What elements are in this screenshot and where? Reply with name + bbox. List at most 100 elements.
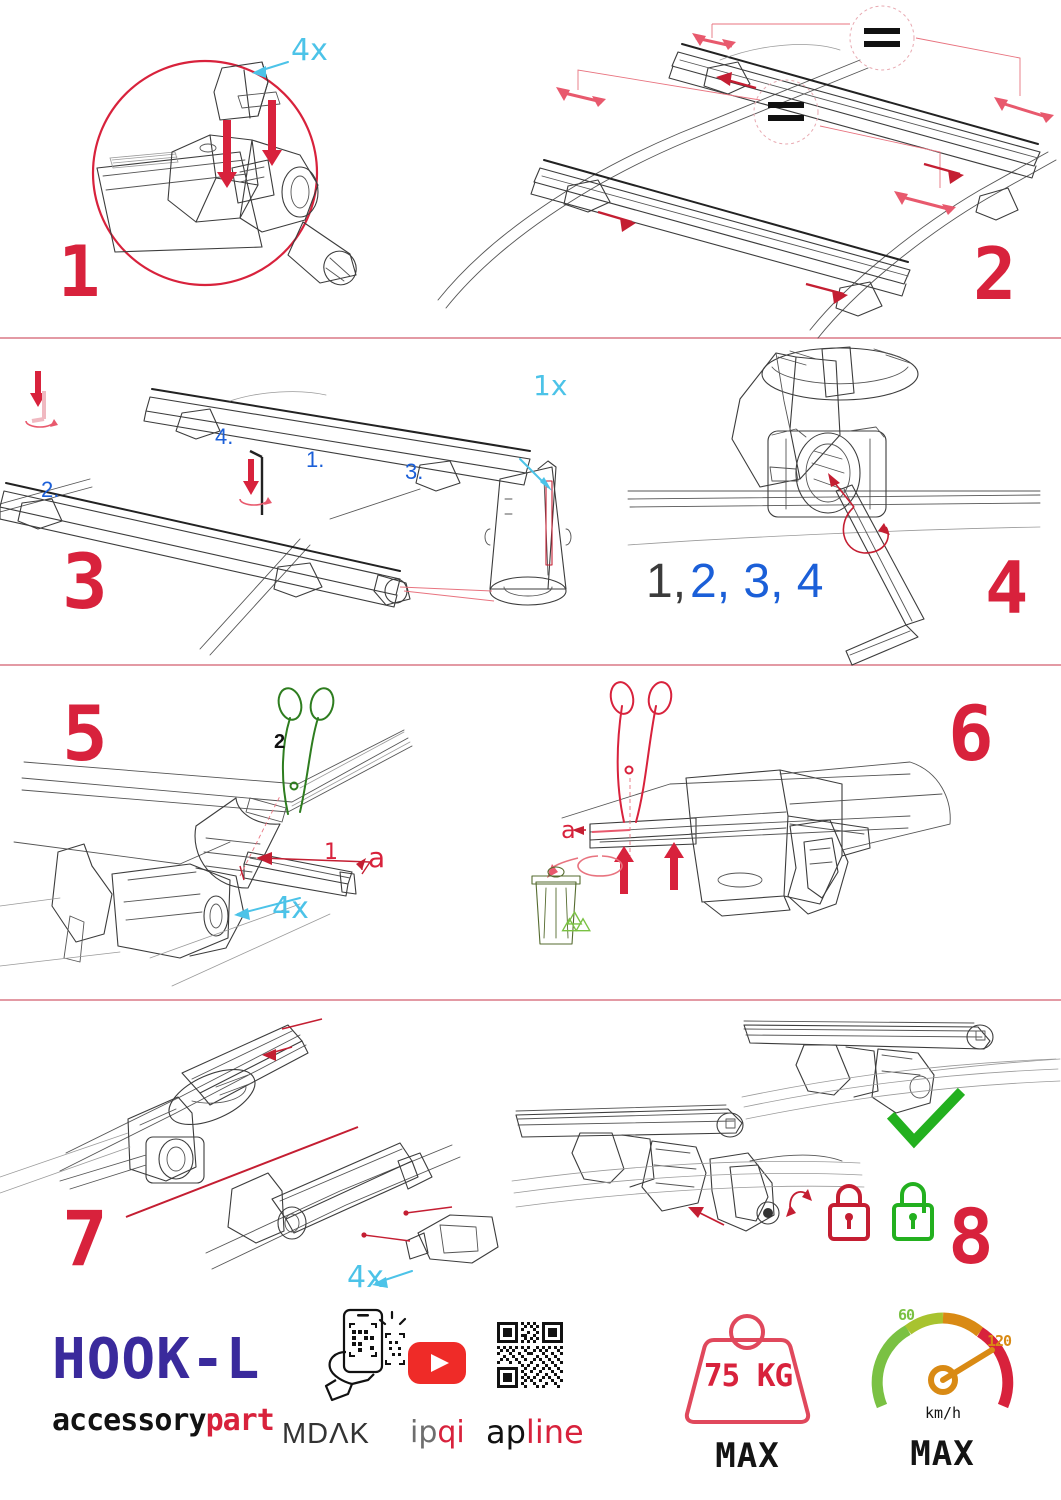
allen-key <box>835 484 925 666</box>
clamp-engagement-example <box>511 1104 865 1232</box>
scan-qr-with-phone-icon <box>322 1308 408 1409</box>
row-divider-2 <box>0 664 1061 666</box>
crossbar-rear <box>143 388 531 492</box>
equal-bar <box>768 102 804 108</box>
torque-symbol-topleft <box>25 371 58 428</box>
equal-bar <box>864 41 900 47</box>
brand-wordmark-part-b: part <box>205 1403 275 1438</box>
bar-cross-section <box>399 460 572 606</box>
panel-5-illustration <box>0 687 413 987</box>
step-number-6: 6 <box>948 689 994 778</box>
scissors-icon-red <box>609 681 673 856</box>
strip-end-clip <box>194 797 287 889</box>
gauge-max-label: 120 <box>987 1332 1012 1350</box>
roof-rail-lines <box>627 490 1041 546</box>
step-number-8: 8 <box>948 1192 994 1281</box>
clamp-assembly <box>0 841 331 987</box>
crossbar-front <box>530 159 911 317</box>
footer: HOOK-L accessorypart <box>0 1300 1061 1500</box>
product-title: HOOK-L <box>52 1327 261 1392</box>
speed-unit-label: km/h <box>924 1404 962 1422</box>
logo-apline: apline <box>486 1416 584 1448</box>
push-up-arrows <box>614 842 684 894</box>
clamp-block <box>767 426 887 518</box>
scissors-icon-green <box>277 687 335 815</box>
alignment-lines <box>125 1018 359 1218</box>
equal-bar <box>768 115 804 121</box>
order-label-3: 3. <box>405 459 424 484</box>
speed-limit-caption: MAX <box>910 1434 975 1474</box>
quantity-label-4x: 4x <box>347 1260 384 1295</box>
rotation-arrow <box>828 473 890 554</box>
quantity-label-4x: 4x <box>272 891 309 926</box>
equal-bar <box>864 28 900 34</box>
padlock-locked-icon <box>828 1184 870 1241</box>
panel-step-2: 2 <box>420 0 1061 339</box>
crossbar-foot <box>731 346 919 488</box>
crossbar-front <box>0 482 411 608</box>
panel-8-illustration <box>511 1020 1061 1241</box>
speed-limit-block: 60 120 km/h MAX <box>860 1306 1025 1471</box>
logo-ipqi-part-b: qi <box>437 1415 465 1450</box>
bracket-block <box>685 761 951 917</box>
equal-badge-circle-rear <box>849 5 915 71</box>
logo-mdak: MDΛK <box>282 1418 370 1450</box>
order-label-2: 2. <box>41 477 60 502</box>
quantity-leader-line <box>372 1270 413 1288</box>
brand-block: HOOK-L accessorypart <box>52 1327 275 1438</box>
panel-6-illustration <box>531 681 951 945</box>
row-divider-3 <box>0 999 1061 1001</box>
measure-callouts <box>556 23 1054 304</box>
check-mark-icon <box>886 1087 966 1149</box>
panel-step-6: a 6 <box>490 666 1061 999</box>
recycle-bin-icon <box>531 866 591 945</box>
quantity-leader-line <box>519 458 552 491</box>
panel-step-8: 8 <box>490 1001 1061 1300</box>
logo-ipqi: ipqi <box>410 1418 465 1448</box>
load-limit-value: 75 KG <box>703 1358 793 1394</box>
padlock-unlocked-icon <box>892 1182 934 1241</box>
row-divider-1 <box>0 337 1061 339</box>
equal-badge-circle-front <box>753 79 819 145</box>
step-number-7: 7 <box>62 1194 108 1283</box>
weight-icon <box>684 1314 811 1424</box>
panel-step-7: 4x 7 <box>0 1001 520 1300</box>
qr-code-icon[interactable] <box>497 1322 563 1393</box>
equal-sign-callouts <box>753 5 915 145</box>
crossbar-rear <box>668 43 1041 221</box>
brand-wordmark-part-a: accessory <box>52 1403 207 1438</box>
panel-2-illustration <box>437 5 1057 339</box>
load-limit-caption: MAX <box>715 1436 780 1476</box>
logo-apline-part-a: ap <box>486 1413 526 1451</box>
step-number-4: 4 <box>985 546 1028 630</box>
panel-step-4: 1, 2, 3, 4 4 <box>600 339 1061 666</box>
upper-bar-assembly <box>0 1024 309 1194</box>
cap-insert-guides <box>361 1206 453 1242</box>
logo-apline-part-b: line <box>525 1413 584 1451</box>
label-a-leader <box>572 826 586 835</box>
step-number-5: 5 <box>62 689 108 778</box>
partner-logo-row: MDΛK ipqi apline <box>282 1414 602 1458</box>
measure-label-1: 1 <box>324 840 338 865</box>
youtube-icon[interactable] <box>408 1342 466 1389</box>
step-number-3: 3 <box>62 537 108 626</box>
panel-3-illustration <box>0 371 572 656</box>
push-arrow <box>688 1207 725 1226</box>
offcut-label-a: a <box>561 816 576 844</box>
step-number-1: 1 <box>58 231 100 313</box>
correct-fit-example <box>741 1020 1061 1120</box>
speedometer-icon <box>871 1312 1014 1409</box>
roof-rails <box>437 59 1057 339</box>
panel-step-5: 2 1 a 4x 5 <box>0 666 500 999</box>
quantity-leader-line <box>234 897 301 920</box>
insertion-arrows <box>217 100 282 188</box>
order-label-4: 4. <box>215 424 234 449</box>
cut-point-label-2: 2 <box>274 731 286 753</box>
trim-length-label-a: a <box>368 841 386 874</box>
measure-callout <box>239 795 371 881</box>
load-limit-block: 75 KG MAX <box>660 1310 835 1473</box>
quantity-label-4x: 4x <box>291 33 328 68</box>
panel-step-3: 2. 4. 3. 1. 1x 3 <box>0 339 620 664</box>
quantity-leader-line <box>252 61 289 78</box>
